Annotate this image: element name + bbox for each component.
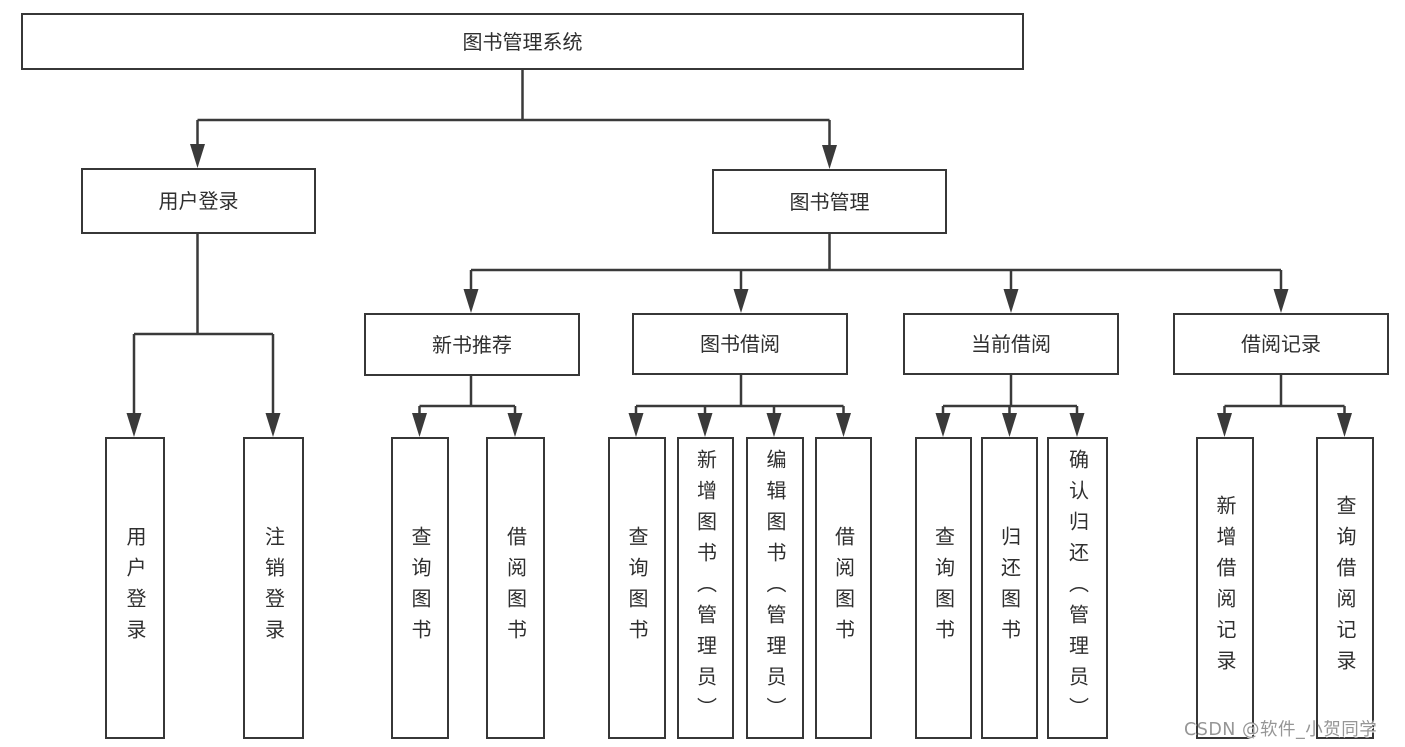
leaf-add-borrow-record: 新增借阅记录: [1196, 437, 1254, 739]
node-current-borrow: 当前借阅: [903, 313, 1119, 375]
node-book-borrow: 图书借阅: [632, 313, 848, 375]
leaf-confirm-return-admin: 确认归还（管理员）: [1047, 437, 1108, 739]
leaf-edit-book-admin: 编辑图书（管理员）: [746, 437, 804, 739]
leaf-query-book-under-recommend: 查询图书: [391, 437, 449, 739]
node-borrow-records: 借阅记录: [1173, 313, 1389, 375]
node-user-login: 用户登录: [81, 168, 316, 234]
leaf-query-book-under-borrow: 查询图书: [608, 437, 666, 739]
csdn-watermark: CSDN @软件_小贺同学: [1184, 720, 1378, 740]
leaf-borrow-book-under-borrow: 借阅图书: [815, 437, 872, 739]
node-new-book-recommend: 新书推荐: [364, 313, 580, 376]
leaf-add-book-admin: 新增图书（管理员）: [677, 437, 734, 739]
leaf-query-borrow-record: 查询借阅记录: [1316, 437, 1374, 739]
leaf-query-book-under-current: 查询图书: [915, 437, 972, 739]
arrowheads: [126, 144, 1352, 437]
leaf-user-login: 用户登录: [105, 437, 165, 739]
leaf-borrow-book-under-recommend: 借阅图书: [486, 437, 545, 739]
leaf-return-book: 归还图书: [981, 437, 1038, 739]
node-root: 图书管理系统: [21, 13, 1024, 70]
node-book-management: 图书管理: [712, 169, 947, 234]
leaf-logout: 注销登录: [243, 437, 304, 739]
